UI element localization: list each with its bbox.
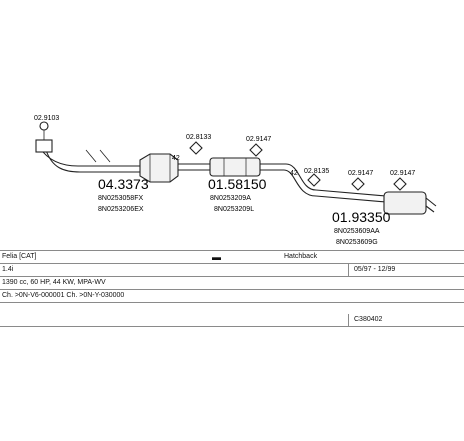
middle-silencer bbox=[209, 157, 261, 177]
catalog-code: C380402 bbox=[354, 316, 383, 323]
part-1-ref: 04.3373 bbox=[98, 176, 149, 192]
rear-pipe bbox=[315, 189, 387, 203]
rear-silencer bbox=[383, 191, 427, 215]
clamp-d-icon bbox=[307, 173, 321, 187]
diameter-label-1: 42 bbox=[172, 155, 180, 162]
clamp-e-ref: 02.9147 bbox=[348, 170, 373, 177]
part-3-code-1: 8N0253609AA bbox=[334, 228, 380, 235]
catalytic-converter bbox=[139, 153, 179, 183]
clamp-a-ref: 02.9103 bbox=[34, 115, 59, 122]
front-pipe-lower bbox=[45, 149, 145, 173]
chassis-label: Ch. >0N-V6-000001 Ch. >0N-Y-030000 bbox=[2, 292, 125, 299]
part-2-code-1: 8N0253209A bbox=[210, 195, 251, 202]
engine-label: 1.4i bbox=[2, 266, 14, 273]
body-type: Hatchback bbox=[284, 253, 318, 260]
car-icon: ▬ bbox=[212, 252, 221, 262]
years-label: 05/97 - 12/99 bbox=[354, 266, 396, 273]
clamp-c-icon bbox=[249, 143, 263, 157]
diameter-label-2: 42 bbox=[290, 170, 298, 177]
middle-pipe bbox=[178, 163, 212, 171]
front-flange bbox=[35, 139, 53, 153]
clamp-c-ref: 02.9147 bbox=[246, 136, 271, 143]
row-model: Felia [CAT] ▬ Hatchback bbox=[0, 251, 464, 263]
row-code: C380402 bbox=[0, 314, 464, 326]
row-engine: 1.4i 05/97 - 12/99 bbox=[0, 264, 464, 276]
clamp-b-icon bbox=[189, 141, 203, 155]
clamp-d-ref: 02.8135 bbox=[304, 168, 329, 175]
part-2-ref: 01.58150 bbox=[208, 176, 267, 192]
part-1-code-1: 8N0253058FX bbox=[98, 195, 143, 202]
part-3-ref: 01.93350 bbox=[332, 209, 391, 225]
specs-label: 1390 cc, 60 HP, 44 KW, MPA-WV bbox=[2, 279, 106, 286]
model-label: Felia [CAT] bbox=[2, 253, 37, 260]
row-chassis: Ch. >0N-V6-000001 Ch. >0N-Y-030000 bbox=[0, 290, 464, 302]
part-1-code-2: 8N0253206EX bbox=[98, 206, 144, 213]
part-3-code-2: 8N0253609G bbox=[336, 239, 378, 246]
part-2-code-2: 8N0253209L bbox=[214, 206, 254, 213]
clamp-f-icon bbox=[393, 177, 407, 191]
clamp-a-icon bbox=[39, 121, 49, 131]
front-pipe bbox=[39, 147, 145, 167]
clamp-b-ref: 02.8133 bbox=[186, 134, 211, 141]
tail-pipe bbox=[425, 197, 437, 213]
vehicle-info-table: Felia [CAT] ▬ Hatchback 1.4i 05/97 - 12/… bbox=[0, 250, 464, 330]
exhaust-diagram: 04.3373 8N0253058FX 8N0253206EX 01.58150… bbox=[34, 115, 437, 246]
middle-outlet bbox=[260, 163, 317, 197]
clamp-f-ref: 02.9147 bbox=[390, 170, 415, 177]
row-specs: 1390 cc, 60 HP, 44 KW, MPA-WV bbox=[0, 277, 464, 289]
flex-lines bbox=[85, 149, 111, 163]
clamp-e-icon bbox=[351, 177, 365, 191]
